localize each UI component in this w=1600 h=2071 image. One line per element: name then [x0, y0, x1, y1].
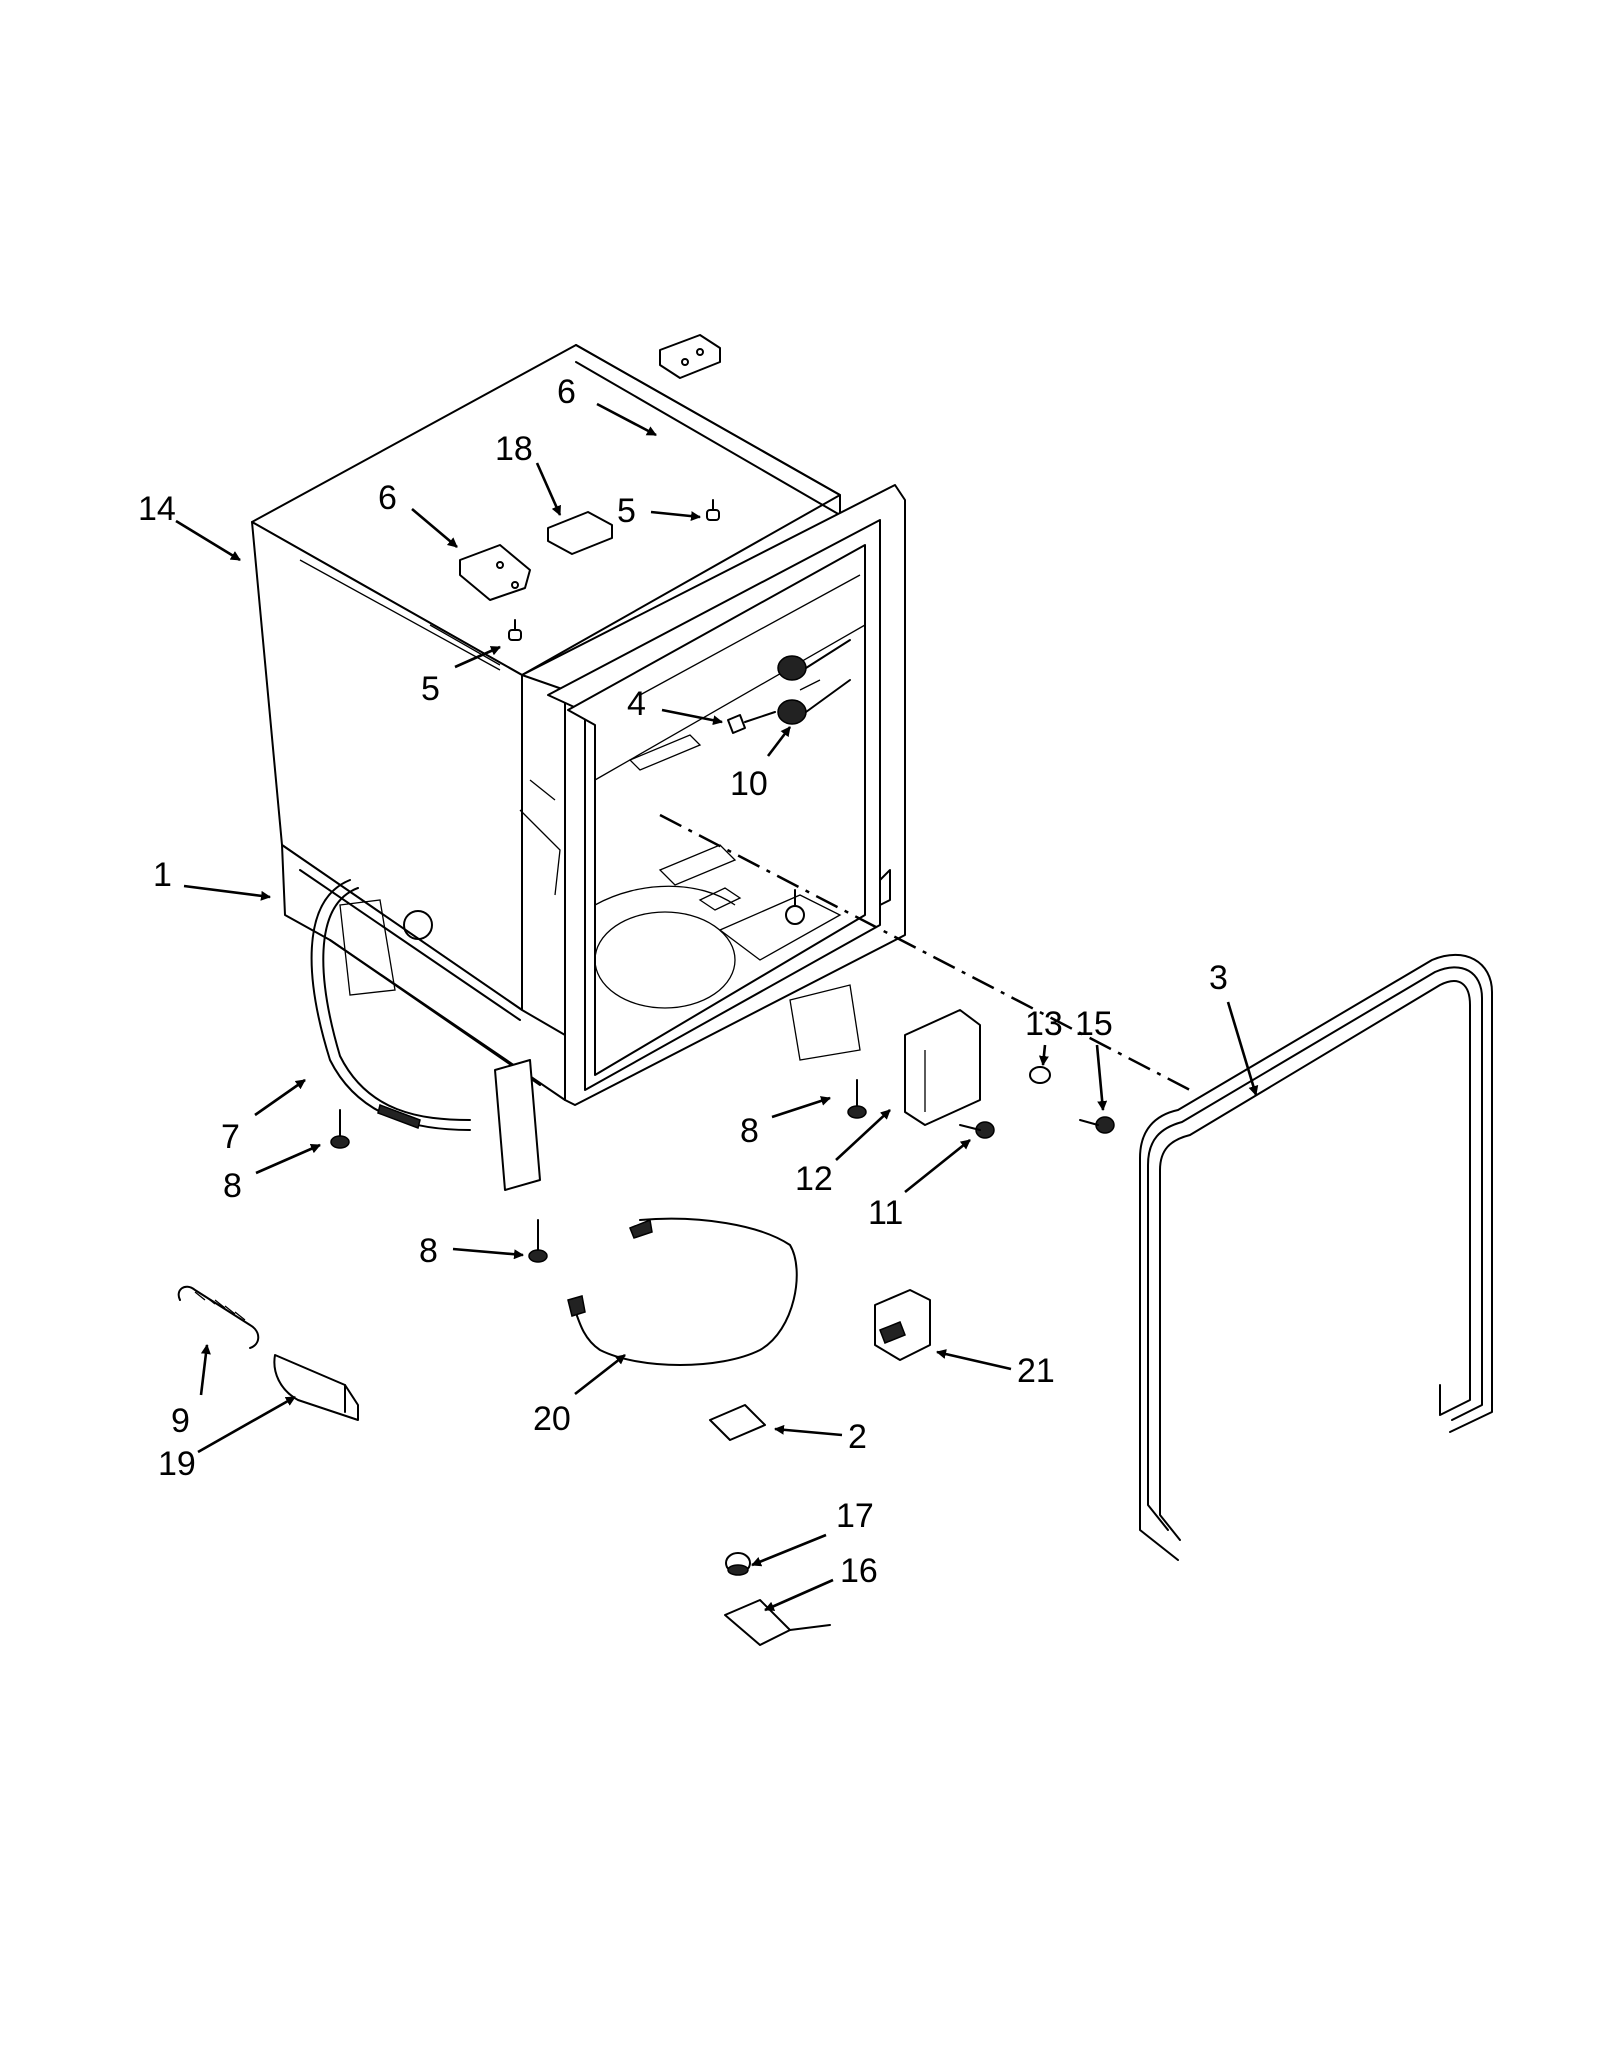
callout-10: 10 [730, 765, 768, 803]
leveling-foot-bottom [528, 1219, 548, 1263]
callout-3: 3 [1209, 959, 1228, 997]
callout-16: 16 [840, 1552, 878, 1590]
callout-7: 7 [221, 1118, 240, 1156]
top-clip [547, 511, 613, 555]
screw-middle [508, 619, 522, 641]
pad-part-19 [273, 1354, 359, 1421]
screw-part-15 [1079, 1116, 1115, 1134]
bracket-part-21 [874, 1289, 931, 1361]
callout-18: 18 [495, 430, 533, 468]
hinge-bracket-top [659, 334, 721, 379]
callout-15: 15 [1075, 1005, 1113, 1043]
sensor-part-17 [725, 1552, 751, 1576]
callout-17: 17 [836, 1497, 874, 1535]
leader-arrows [175, 402, 1259, 1612]
bracket-part-16 [724, 1599, 831, 1646]
callout-8-bottom: 8 [419, 1232, 438, 1270]
spring-part-9 [177, 1285, 260, 1349]
grommet-part-10 [777, 639, 851, 725]
callout-9: 9 [171, 1402, 190, 1440]
callout-6-top: 6 [557, 373, 576, 411]
callout-13: 13 [1025, 1005, 1063, 1043]
door-gasket-part-3 [1139, 954, 1493, 1561]
callout-8-right: 8 [740, 1112, 759, 1150]
callout-8-left: 8 [223, 1167, 242, 1205]
callout-4: 4 [627, 685, 646, 723]
callout-6-middle: 6 [378, 479, 397, 517]
washer-part-13 [1029, 1066, 1051, 1084]
callout-2: 2 [848, 1418, 867, 1456]
leveling-foot-right [847, 1079, 867, 1119]
bolt-part-4 [727, 711, 776, 734]
callout-11: 11 [868, 1194, 903, 1232]
screw-part-11 [959, 1121, 995, 1139]
callout-20: 20 [533, 1400, 571, 1438]
callout-19: 19 [158, 1445, 196, 1483]
callout-labels: 14 6 18 6 5 5 4 10 1 13 15 3 7 8 8 12 11… [138, 373, 1228, 1590]
mounting-bracket-part-12 [904, 1009, 981, 1126]
callout-14: 14 [138, 490, 176, 528]
cable-part-7 [310, 879, 471, 1131]
callout-5-middle: 5 [421, 670, 440, 708]
wire-harness-part-20 [567, 1217, 798, 1366]
callout-12: 12 [795, 1160, 833, 1198]
callout-21: 21 [1017, 1352, 1055, 1390]
callout-5-top: 5 [617, 492, 636, 530]
leveling-foot-left [330, 1109, 350, 1149]
callout-1: 1 [153, 856, 172, 894]
tub-assembly [251, 344, 1191, 1191]
hinge-bracket-middle [459, 544, 531, 601]
pad-part-2 [709, 1404, 766, 1441]
screw-top [706, 499, 720, 521]
